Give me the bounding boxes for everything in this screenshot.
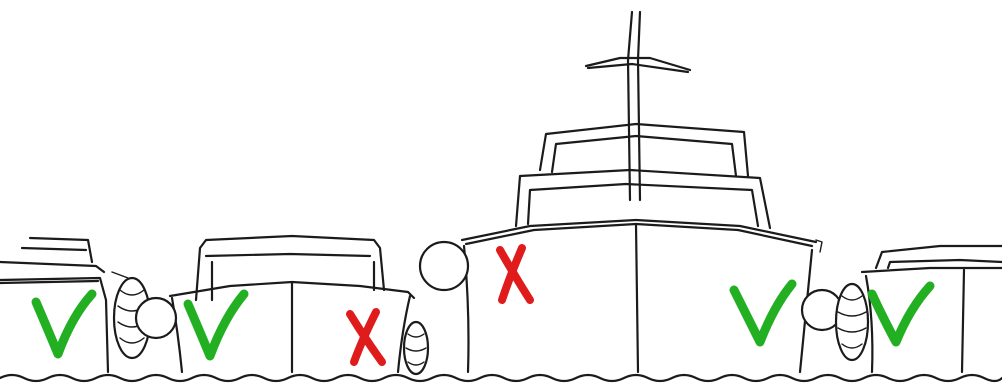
water-line: [0, 373, 1002, 383]
fender-2-round: [134, 296, 178, 340]
cross-mark-large-boat: [496, 244, 534, 304]
check-mark-boat-2: [183, 289, 249, 361]
fender-1-oval: [111, 271, 152, 360]
fender-6-oval: [834, 282, 870, 362]
large-boat: [460, 10, 823, 374]
check-mark-right-boat: [867, 281, 935, 347]
check-mark-left-boat: [31, 289, 97, 359]
fender-3-small: [402, 320, 430, 376]
cross-mark-boat-2-bow: [346, 308, 386, 366]
right-boat: [860, 244, 1002, 374]
check-mark-large-boat-starboard: [729, 279, 797, 347]
left-boat: [0, 236, 110, 374]
boat-2: [168, 234, 416, 374]
fender-4-round: [418, 240, 470, 292]
